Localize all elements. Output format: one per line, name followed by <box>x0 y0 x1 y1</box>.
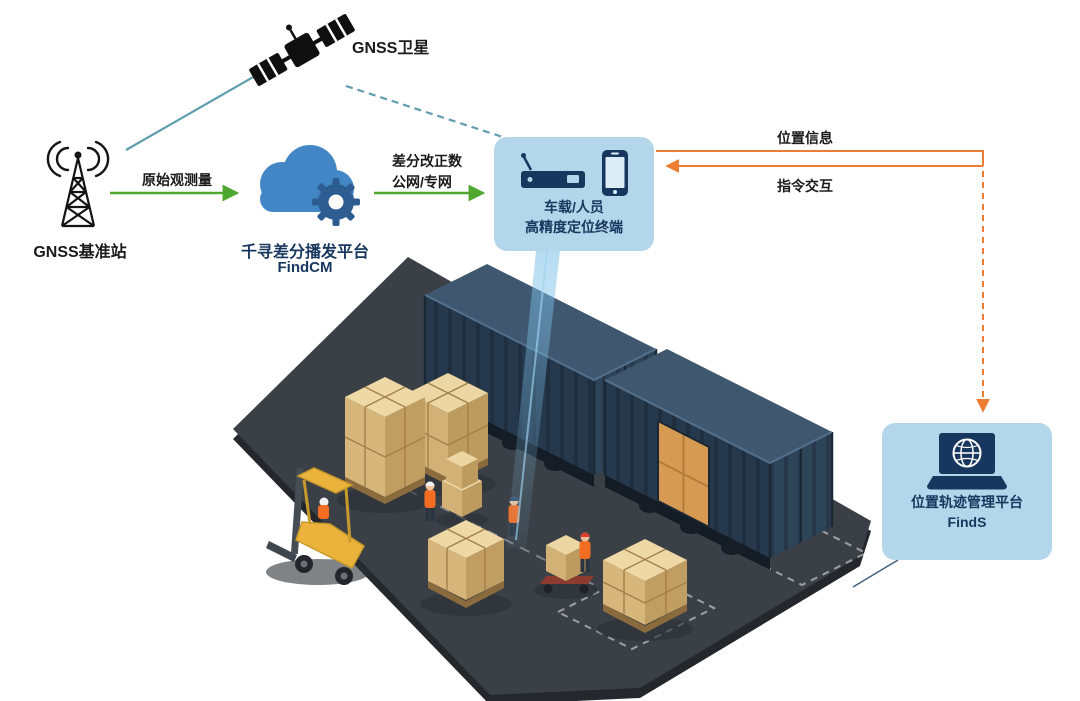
terminal-panel: 车载/人员 高精度定位终端 <box>494 137 654 251</box>
finds-label-product: FindS <box>947 514 987 530</box>
small-crates <box>442 451 482 517</box>
terminal-icons <box>519 147 629 197</box>
receiver-icon <box>521 153 585 188</box>
gear-icon <box>312 178 360 226</box>
connectors <box>110 71 990 588</box>
platform-top <box>233 257 871 695</box>
correction-label-line2: 公网/专网 <box>392 174 452 190</box>
worker-1 <box>424 481 436 521</box>
raw-observation-label: 原始观测量 <box>142 172 212 188</box>
satellite-label: GNSS卫星 <box>352 40 430 57</box>
pallet-stack-left <box>344 377 426 504</box>
terminal-label-line1: 车载/人员 <box>544 199 604 215</box>
shipping-container-front <box>603 349 834 570</box>
station-label: GNSS基准站 <box>33 244 127 261</box>
container-open-door <box>657 419 710 529</box>
finds-panel: 位置轨迹管理平台 FindS <box>882 423 1052 560</box>
laptop-globe-icon <box>927 433 1007 490</box>
finds-tail-line <box>852 559 899 588</box>
satellite-to-station-line <box>125 71 263 151</box>
pallet-single-right <box>602 539 688 633</box>
cloud-platform-product-label: FindCM <box>277 259 333 276</box>
worker-3 <box>579 532 591 572</box>
smartphone-icon <box>602 150 628 196</box>
satellite-icon <box>244 2 360 98</box>
terminal-label-line2: 高精度定位终端 <box>525 219 623 235</box>
warehouse-scene <box>233 250 871 701</box>
pallet-single-left <box>428 520 504 608</box>
cloud-gear-icon <box>238 128 372 234</box>
forklift <box>266 467 365 585</box>
finds-label-name: 位置轨迹管理平台 <box>911 494 1023 510</box>
command-label: 指令交互 <box>777 178 833 194</box>
satellite-to-terminal-line <box>345 84 513 142</box>
radio-tower-icon <box>28 134 128 234</box>
positioning-beam <box>506 250 560 548</box>
correction-label-line1: 差分改正数 <box>392 153 462 169</box>
position-info-label: 位置信息 <box>777 130 833 146</box>
cloud-platform-name-label: 千寻差分播发平台 <box>240 244 369 261</box>
position-info-line <box>656 150 984 160</box>
